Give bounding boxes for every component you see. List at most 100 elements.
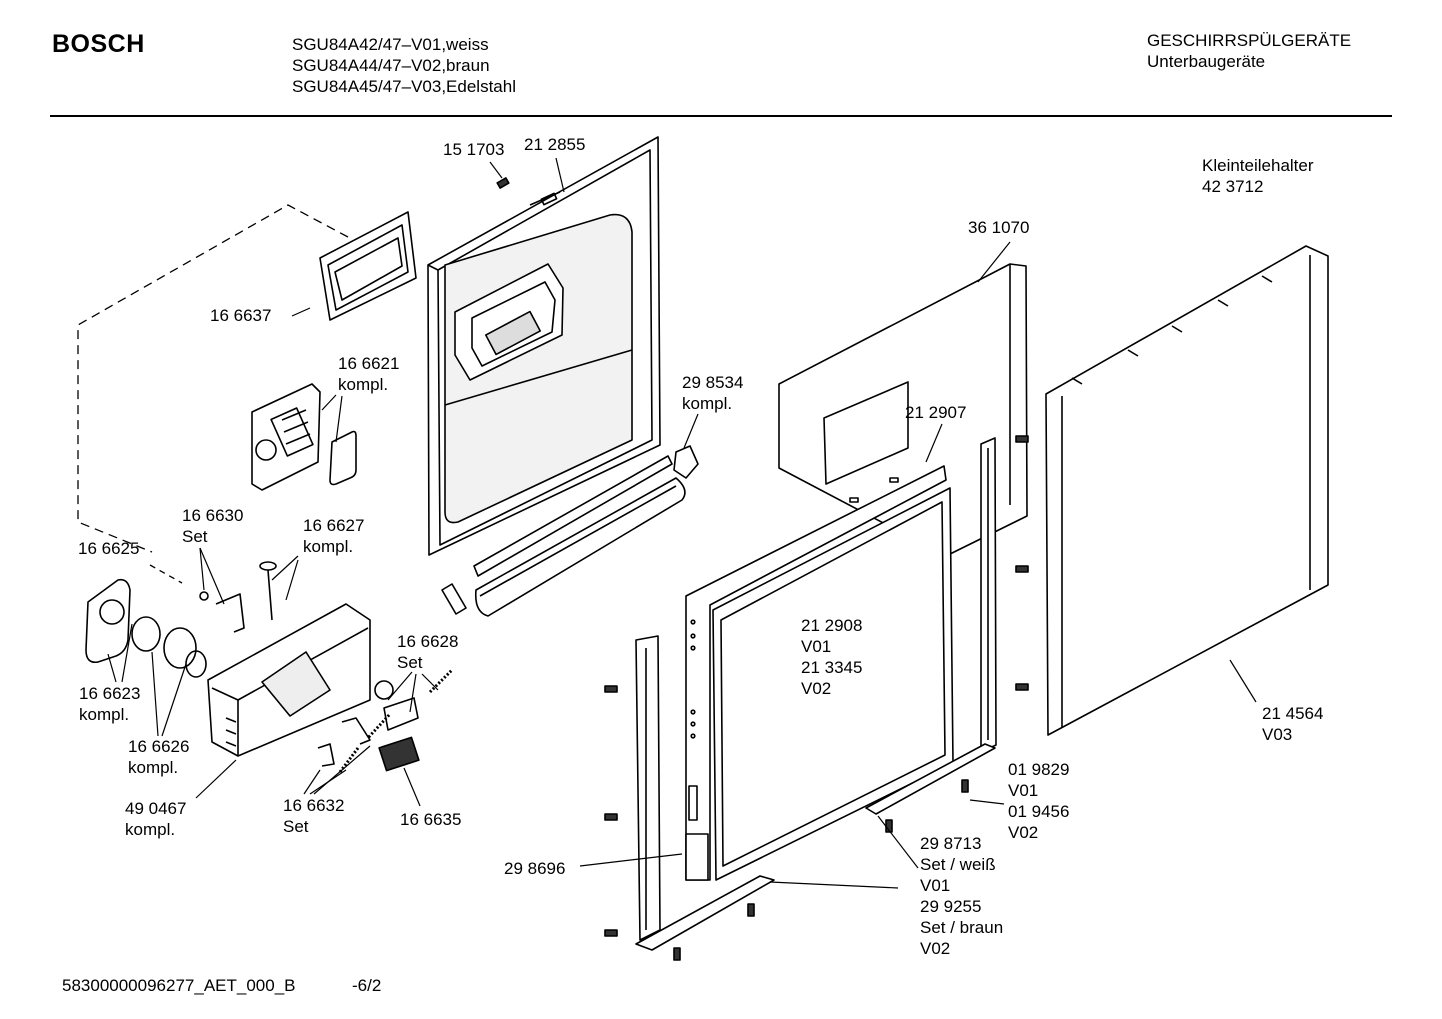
bracket-part bbox=[251, 383, 321, 491]
clip-part bbox=[441, 583, 467, 615]
leader-line bbox=[195, 759, 237, 799]
leader-line bbox=[489, 161, 503, 179]
side-panel-part bbox=[1045, 245, 1329, 736]
leader-line bbox=[877, 815, 919, 869]
decor-panel-part bbox=[778, 263, 1028, 557]
screw-part bbox=[604, 685, 618, 693]
frame-upright-part bbox=[980, 437, 997, 753]
leader-line bbox=[199, 547, 225, 605]
dashed-link-line bbox=[149, 564, 183, 584]
rail-part bbox=[473, 455, 686, 617]
leader-line bbox=[151, 651, 159, 737]
leader-line bbox=[683, 413, 699, 449]
leader-line bbox=[925, 423, 943, 463]
category-title: GESCHIRRSPÜLGERÄTE bbox=[1147, 31, 1352, 50]
leader-line bbox=[303, 769, 321, 795]
page-number: -6/2 bbox=[352, 976, 382, 995]
leader-line bbox=[199, 547, 205, 591]
spring-part bbox=[428, 668, 454, 694]
seal-frame-part bbox=[319, 211, 417, 321]
leader-line bbox=[387, 671, 413, 701]
ball-part bbox=[374, 680, 394, 700]
leader-line bbox=[285, 559, 299, 601]
screw-part bbox=[496, 177, 510, 189]
part-label: 21 2855 bbox=[524, 135, 586, 154]
knob-part bbox=[163, 627, 197, 669]
screw-part bbox=[1015, 435, 1029, 443]
leader-line bbox=[335, 395, 343, 443]
handle-cover-part bbox=[85, 578, 131, 664]
part-label: 36 1070 bbox=[968, 218, 1030, 237]
model-line: SGU84A45/47–V03,Edelstahl bbox=[292, 77, 516, 96]
part-label: 29 8696 bbox=[504, 859, 566, 878]
leader-line bbox=[403, 767, 421, 807]
product-category: GESCHIRRSPÜLGERÄTE Unterbaugeräte bbox=[1147, 30, 1351, 72]
leader-line bbox=[555, 157, 565, 193]
part-label: 16 6625 bbox=[78, 539, 140, 558]
leader-line bbox=[107, 653, 117, 683]
part-label: 16 6635 bbox=[400, 810, 462, 829]
header-divider bbox=[50, 115, 1392, 117]
leader-line bbox=[769, 881, 899, 889]
latch-part bbox=[341, 717, 371, 745]
ring-part bbox=[131, 616, 161, 652]
model-line: SGU84A42/47–V01,weiss bbox=[292, 35, 489, 54]
screw-part bbox=[604, 813, 618, 821]
spring-part bbox=[338, 747, 360, 773]
spring-part bbox=[199, 591, 209, 601]
screw-part bbox=[1015, 683, 1029, 691]
leader-line bbox=[579, 853, 683, 867]
frame-left-part bbox=[635, 635, 775, 951]
dashed-link-line bbox=[77, 204, 349, 553]
leader-line bbox=[969, 799, 1005, 805]
leader-line bbox=[409, 673, 417, 713]
screw-part bbox=[747, 903, 755, 917]
model-line: SGU84A44/47–V02,braun bbox=[292, 56, 490, 75]
lever-part bbox=[215, 593, 245, 633]
leader-line bbox=[313, 745, 371, 795]
screw-part bbox=[1015, 565, 1029, 573]
inner-door-part bbox=[427, 136, 661, 556]
hinge-part bbox=[673, 445, 699, 479]
brand-logo: BOSCH bbox=[52, 30, 145, 58]
leader-line bbox=[161, 663, 187, 737]
filter-pad-part bbox=[329, 430, 357, 486]
screw-part bbox=[961, 779, 969, 793]
screw-part bbox=[604, 929, 618, 937]
spacer-part bbox=[685, 833, 709, 881]
latch-part bbox=[317, 743, 335, 767]
part-label: 16 6637 bbox=[210, 306, 272, 325]
leader-line bbox=[271, 555, 299, 581]
latch-part bbox=[383, 697, 419, 731]
leader-line bbox=[977, 241, 1011, 283]
ring-part bbox=[99, 599, 125, 625]
screw-part bbox=[673, 947, 681, 961]
control-module-part bbox=[207, 603, 371, 757]
leader-line bbox=[421, 673, 439, 691]
leader-line bbox=[321, 394, 337, 411]
pin-part bbox=[267, 569, 273, 621]
leader-line bbox=[291, 307, 311, 317]
leader-line bbox=[121, 623, 133, 683]
spring-part bbox=[364, 712, 392, 742]
leader-line bbox=[1229, 659, 1257, 703]
category-subtitle: Unterbaugeräte bbox=[1147, 52, 1266, 71]
model-list: SGU84A42/47–V01,weiss SGU84A44/47–V02,br… bbox=[292, 34, 516, 97]
part-label: 21 2907 bbox=[905, 403, 967, 422]
valve-part bbox=[259, 561, 277, 571]
